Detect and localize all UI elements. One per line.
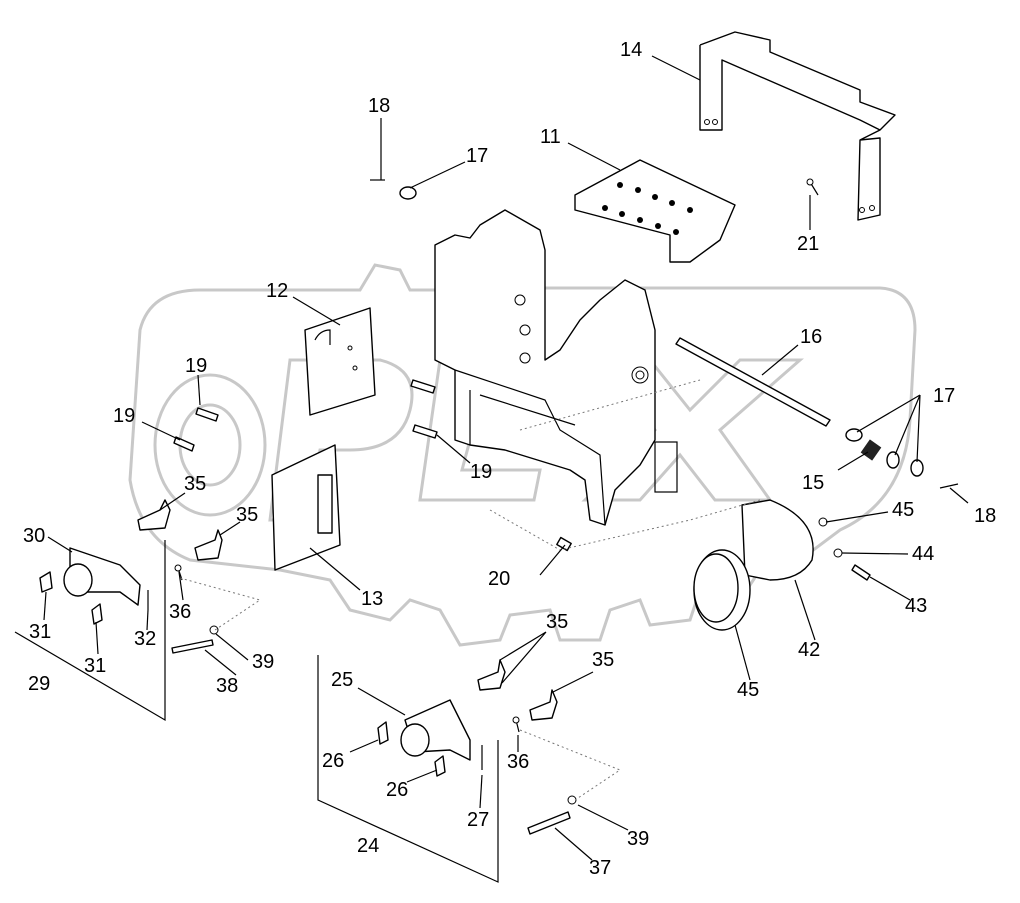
bolts-part-19 <box>173 379 438 452</box>
callout-44: 44 <box>912 543 934 565</box>
clamp-part-30 <box>39 547 141 625</box>
group-lines <box>14 540 499 883</box>
callout-30: 30 <box>23 525 45 547</box>
callout-45: 45 <box>737 679 759 701</box>
rod-part-16 <box>675 337 831 427</box>
callout-31: 31 <box>29 621 51 643</box>
callout-37: 37 <box>589 857 611 879</box>
callout-36: 36 <box>169 601 191 623</box>
bracket-part-14 <box>699 31 896 221</box>
plate-part-13 <box>271 444 341 571</box>
callout-29: 29 <box>28 673 50 695</box>
callout-19: 19 <box>113 405 135 427</box>
callout-35: 35 <box>592 649 614 671</box>
callout-21: 21 <box>797 233 819 255</box>
callout-39: 39 <box>252 651 274 673</box>
leader-lines <box>43 55 969 861</box>
callout-24: 24 <box>357 835 379 857</box>
callout-18: 18 <box>368 95 390 117</box>
callout-16: 16 <box>800 326 822 348</box>
callout-20: 20 <box>488 568 510 590</box>
plate-part-11 <box>574 159 736 263</box>
callout-12: 12 <box>266 280 288 302</box>
callout-32: 32 <box>134 628 156 650</box>
callout-19: 19 <box>470 461 492 483</box>
callout-42: 42 <box>798 639 820 661</box>
callout-36: 36 <box>507 751 529 773</box>
plate-part-12 <box>304 307 376 416</box>
pins-part-18 <box>370 179 959 489</box>
callout-35: 35 <box>236 504 258 526</box>
bolt-part-21 <box>806 178 819 196</box>
callout-17: 17 <box>466 145 488 167</box>
callout-38: 38 <box>216 675 238 697</box>
callout-35: 35 <box>184 473 206 495</box>
callout-14: 14 <box>620 39 642 61</box>
callout-27: 27 <box>467 809 489 831</box>
callout-11: 11 <box>540 126 561 148</box>
callout-26: 26 <box>322 750 344 772</box>
callout-31: 31 <box>84 655 106 677</box>
callout-25: 25 <box>331 669 353 691</box>
main-frame <box>434 209 678 526</box>
brackets-part-35 <box>137 499 558 721</box>
callout-17: 17 <box>933 385 955 407</box>
callout-26: 26 <box>386 779 408 801</box>
callout-15: 15 <box>802 472 824 494</box>
clamp-part-25 <box>377 699 471 777</box>
callout-39: 39 <box>627 828 649 850</box>
assembly-lines <box>179 379 761 801</box>
callout-43: 43 <box>905 595 927 617</box>
fasteners-43-44-45 <box>818 517 871 581</box>
callout-13: 13 <box>361 588 383 610</box>
small-hardware <box>147 564 577 835</box>
callout-35: 35 <box>546 611 568 633</box>
spring-part-15 <box>860 439 882 461</box>
bolt-part-20 <box>556 536 572 552</box>
callout-18: 18 <box>974 505 996 527</box>
callout-45: 45 <box>892 499 914 521</box>
callout-19: 19 <box>185 355 207 377</box>
cover-part-42 <box>741 499 814 581</box>
cap-part-45 <box>693 549 751 631</box>
